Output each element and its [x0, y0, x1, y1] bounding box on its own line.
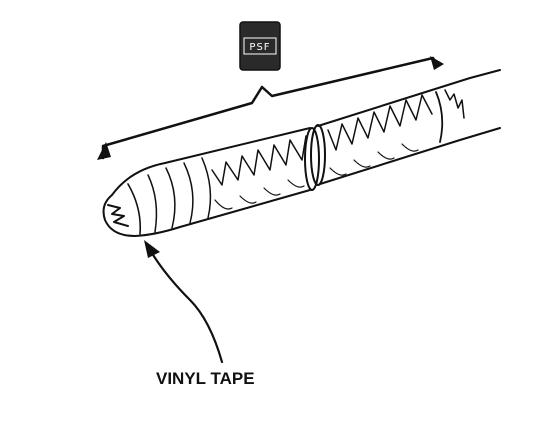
- break-end-right: [310, 124, 326, 186]
- leader-arrowhead: [144, 240, 160, 258]
- tape-torn-edge: [444, 89, 465, 119]
- tape-band: [183, 162, 194, 224]
- spiral-wrap-left-lower: [214, 179, 305, 210]
- spiral-wrap-left: [211, 135, 307, 186]
- spiral-wrap-right: [327, 94, 433, 151]
- harness-bottom-edge: [134, 127, 501, 237]
- psf-badge-box: [239, 21, 281, 71]
- vinyl-tape-label: VINYL TAPE: [156, 369, 255, 388]
- wire-harness: [102, 69, 501, 237]
- leader-line: [148, 248, 224, 364]
- tape-band: [147, 174, 158, 233]
- psf-badge-label: PSF: [249, 42, 270, 53]
- psf-badge-inner-frame: [243, 37, 277, 55]
- tape-band: [165, 167, 176, 229]
- harness-top-edge: [111, 69, 501, 196]
- bracket-left-arrowhead: [97, 142, 111, 160]
- break-end-left: [304, 127, 320, 191]
- tip-wrap: [127, 183, 142, 235]
- dimension-bracket: [97, 56, 444, 160]
- psf-badge: PSF: [239, 21, 281, 71]
- vinyl-tape-leader: [144, 240, 224, 364]
- harness-frayed-end: [102, 194, 136, 237]
- tape-band: [201, 157, 212, 219]
- bracket-right-arrowhead: [430, 56, 444, 70]
- tape-wrap-end: [435, 91, 444, 143]
- bracket-line: [101, 56, 440, 160]
- spiral-wrap-right-lower: [329, 143, 419, 176]
